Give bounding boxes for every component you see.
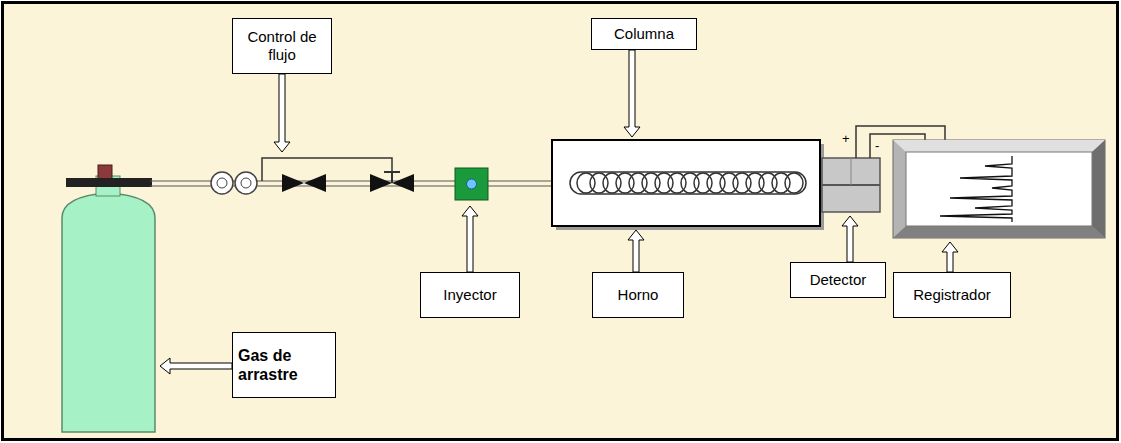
detector-unit: [822, 158, 880, 212]
part-label-box: Gas de arrastre: [232, 332, 336, 398]
part-label: Control de flujo: [238, 28, 326, 64]
part-label: Inyector: [443, 286, 496, 304]
pointer-arrow: [628, 230, 644, 272]
recorder: [893, 140, 1105, 238]
recorder-bevel: [1092, 140, 1105, 238]
detector-split: [851, 158, 852, 185]
pipe: [488, 180, 552, 181]
flow-valve: [392, 174, 414, 192]
frame: [3, 3, 1118, 440]
coil-loop: [785, 173, 803, 193]
part-label-box: Inyector: [420, 272, 520, 318]
part-label-box: Registrador: [893, 272, 1011, 318]
pointer-arrow: [462, 206, 478, 272]
part-label-box: Columna: [591, 18, 697, 50]
pressure-gauge: [241, 178, 251, 188]
part-label-box: Horno: [592, 272, 684, 318]
oven: [552, 140, 820, 226]
part-label: Horno: [618, 286, 659, 304]
injector-port: [467, 179, 477, 189]
flow-valve: [370, 174, 392, 192]
polarity-sign: +: [842, 132, 850, 146]
pressure-gauge: [217, 178, 227, 188]
injector: [455, 168, 488, 200]
chromatogram: [940, 156, 1012, 222]
pointer-arrow: [942, 242, 958, 272]
flow-valve: [304, 174, 326, 192]
pressure-gauge: [235, 172, 257, 194]
recorder-bevel: [893, 226, 1105, 238]
pipe: [488, 185, 552, 186]
recorder-screen: [906, 152, 1092, 226]
cylinder-handle: [66, 178, 152, 187]
part-label: Gas de arrastre: [238, 346, 330, 384]
flow-valve: [282, 174, 304, 192]
pressure-gauge: [211, 172, 233, 194]
part-label-box: Detector: [790, 262, 886, 298]
column-coil: [570, 172, 806, 194]
gas-cylinder: [62, 193, 155, 432]
polarity-sign: -: [875, 139, 879, 153]
recorder-bevel: [893, 140, 1105, 152]
pointer-arrow: [624, 50, 640, 137]
pointer-arrow: [842, 216, 858, 262]
part-label: Registrador: [913, 286, 991, 304]
pointer-arrow: [274, 74, 290, 152]
pointer-arrow: [160, 358, 232, 374]
part-label: Detector: [810, 271, 867, 289]
valve-stem: [391, 172, 393, 183]
part-label: Columna: [614, 25, 674, 43]
column-coil: [577, 173, 803, 193]
part-label-box: Control de flujo: [232, 18, 332, 74]
cylinder-valve: [98, 165, 112, 179]
